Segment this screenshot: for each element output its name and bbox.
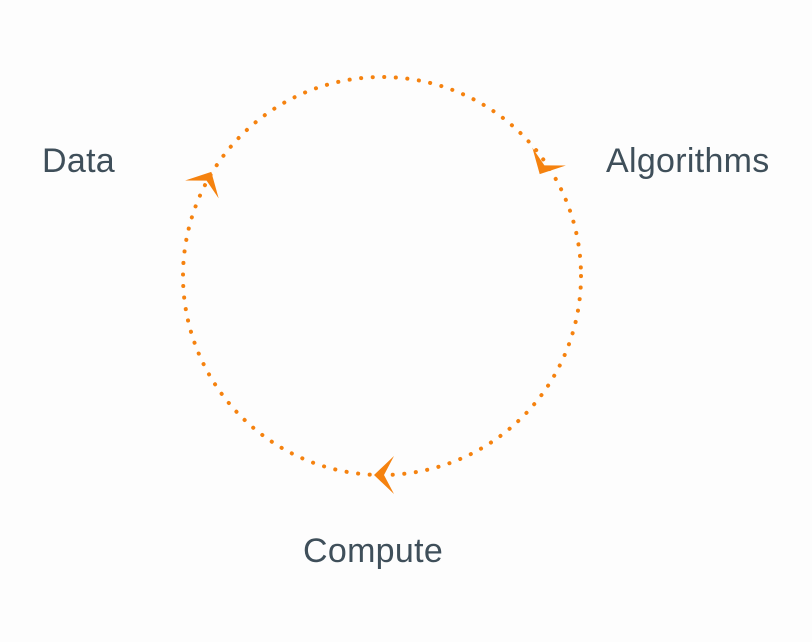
- dotted-cycle-ring: [181, 75, 583, 477]
- chevron-arrow-icon: [374, 456, 394, 494]
- chevron-arrow-icon: [185, 171, 219, 199]
- chevron-arrow-icon: [532, 147, 566, 175]
- node-label-compute: Compute: [303, 532, 444, 570]
- node-label-data: Data: [42, 142, 116, 180]
- node-label-algorithms: Algorithms: [606, 142, 770, 180]
